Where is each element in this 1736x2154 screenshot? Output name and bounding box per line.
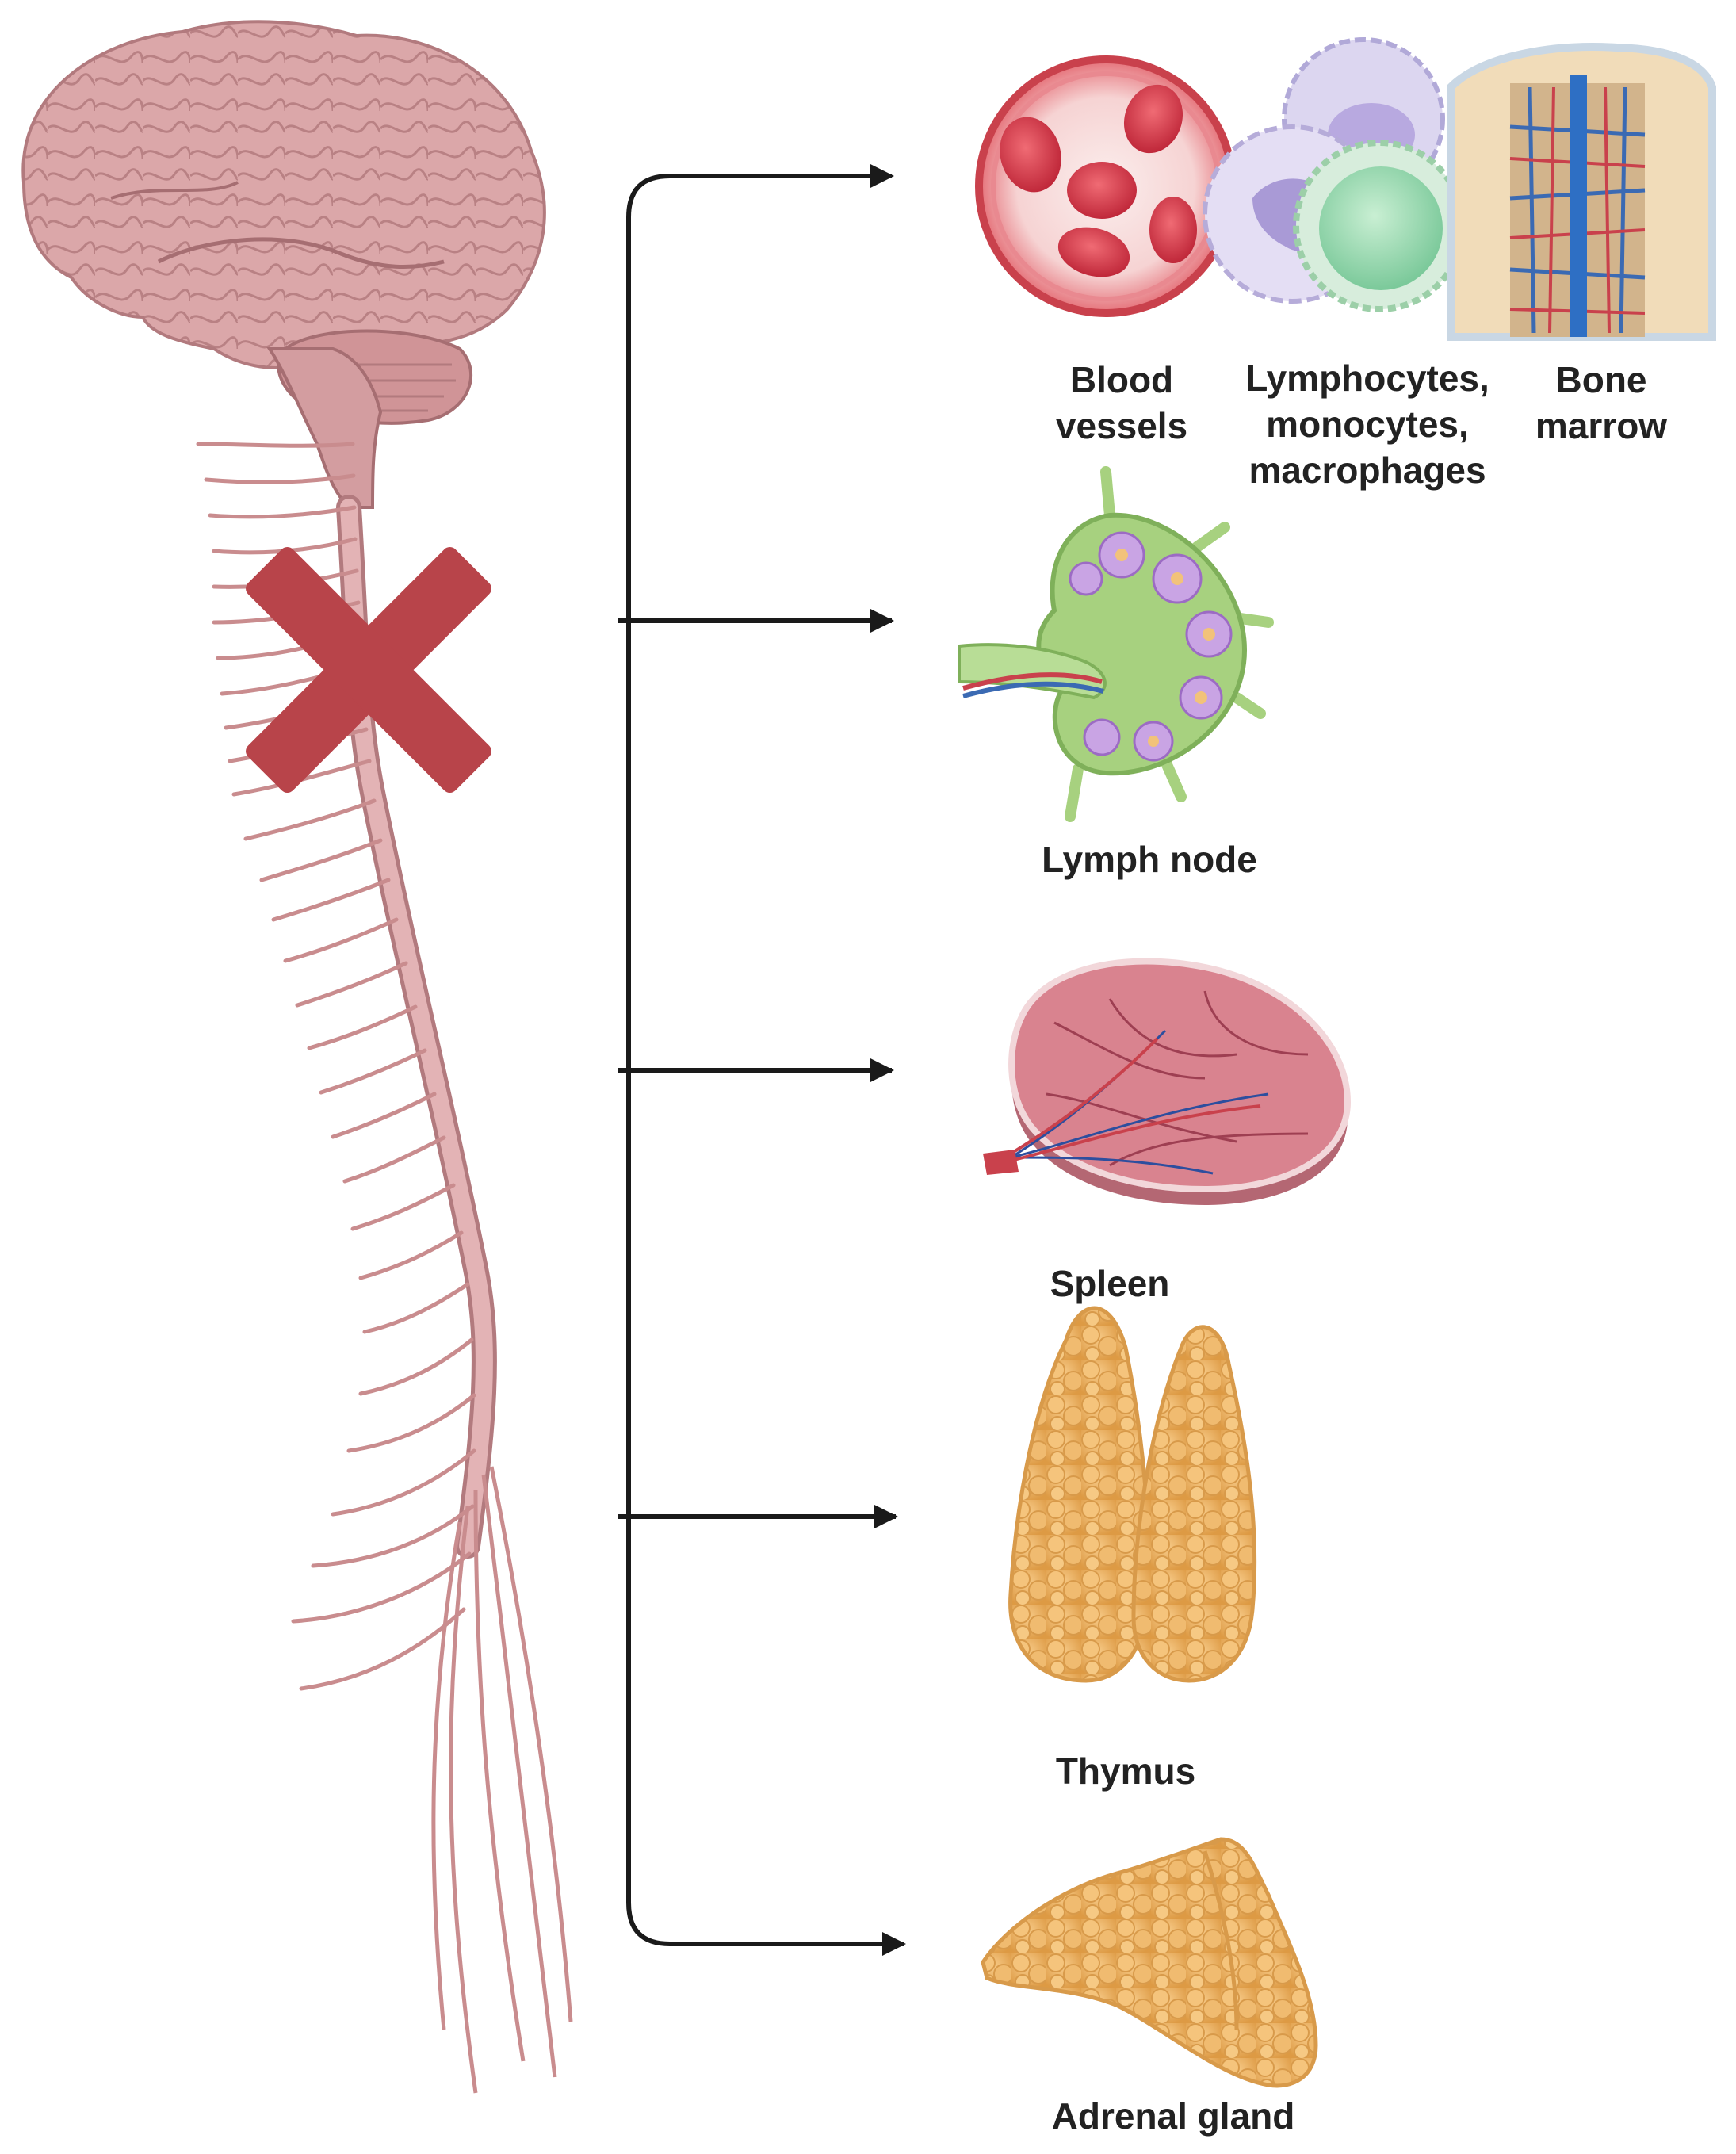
label-lymph-node: Lymph node <box>1042 839 1257 880</box>
immune-cells-icon <box>1203 37 1466 312</box>
label-immune-cells: Lymphocytes, monocytes, macrophages <box>1245 358 1489 491</box>
pathway-trunk <box>626 174 906 1956</box>
lymph-node-icon <box>958 466 1274 822</box>
spleen-icon <box>983 958 1352 1205</box>
label-thymus: Thymus <box>1055 1750 1196 1792</box>
label-bone-marrow: Bone marrow <box>1535 359 1668 446</box>
brain-icon <box>21 20 546 509</box>
cross-icon <box>246 547 491 793</box>
label-blood-vessels: Blood vessels <box>1055 359 1188 446</box>
label-spleen: Spleen <box>1050 1263 1170 1304</box>
bone-marrow-icon <box>1447 43 1716 341</box>
label-adrenal-gland: Adrenal gland <box>1051 2095 1295 2137</box>
thymus-icon <box>1008 1306 1257 1683</box>
blood-vessel-icon <box>975 55 1237 317</box>
pathway-arrows <box>618 164 906 1956</box>
adrenal-gland-icon <box>981 1837 1318 2088</box>
